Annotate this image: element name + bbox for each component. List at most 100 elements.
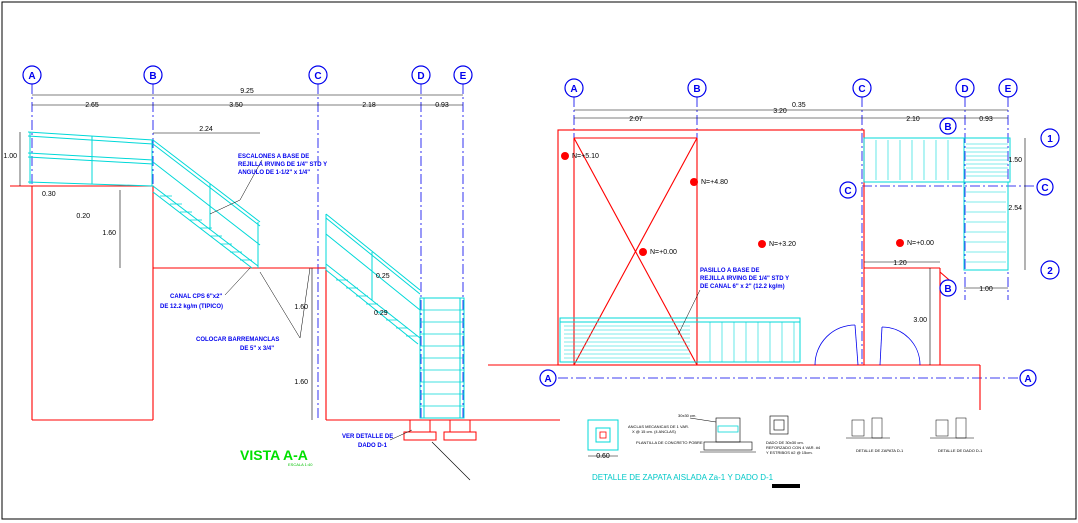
leader-lines-left [209,159,413,441]
plan-outline [488,129,981,410]
detail-text: REFORZADO CON 4 VAR. #4 [766,445,821,450]
dim-span: 2.65 [85,102,99,109]
axis-label: A [570,84,577,95]
dim-span: 2.18 [362,102,376,109]
lower-stair-treads [336,279,418,337]
axis-label: C [844,186,851,197]
dim-224: 2.24 [199,126,213,133]
level-label: N=+5.10 [572,153,599,160]
view-title: VISTA A-A [240,447,308,463]
dim-160: 1.60 [294,304,308,311]
dim-right: 2.54 [1008,205,1022,212]
note-pasillo-1: PASILLO A BASE DE [700,268,759,274]
axis-label: 2 [1047,266,1053,277]
dimension-lines-left [32,94,463,134]
axis-label: 1 [1047,134,1053,145]
axis-label: B [944,284,951,295]
note-colocar-2: DE 5" x 3/4" [240,346,274,352]
dim-right: 1.50 [1008,157,1022,164]
axis-label: B [693,84,700,95]
note-escalones-3: ANGULO DE 1-1/2" x 1/4" [238,170,310,176]
dim-top: 2.07 [629,116,643,123]
level-label: N=+0.00 [650,249,677,256]
red-structure-left [10,185,560,421]
lower-stair [325,213,421,345]
note-escalones-1: ESCALONES A BASE DE [238,154,309,160]
dado-detail [769,415,789,435]
detail-caption: DETALLE DE ZAPATA AISLADA Zа-1 Y DADO D-… [592,473,774,482]
dim-030: 0.30 [42,191,56,198]
dim-100: 1.00 [3,153,17,160]
footing-section-detail [689,417,756,453]
vertical-dims-left [19,132,313,420]
axis-bubbles-right: 1 C 2 [1036,128,1060,280]
level-label: N=+3.20 [769,241,796,248]
note-canal-1: CANAL CPS 6"x2" [170,294,222,300]
door-swings [814,324,921,366]
note-colocar-1: COLOCAR BARREMANCLAS [196,337,279,343]
dim-low: 1.00 [979,286,993,293]
dim-top: 2.10 [906,116,920,123]
level-markers [561,152,904,256]
detail-text: Y ESTRIBOS #2 @ 15cm. [766,450,813,455]
detail-text: DADO DE 30x30 cm. [766,440,804,445]
axis-bubbles-left: A B C D E [22,65,473,85]
upper-platform [863,137,1011,271]
detail-text: 30x30 cm. [678,413,696,418]
detail-text: PLANTILLA DE CONCRETO POBRE [636,440,703,445]
small-detail-1 [846,417,890,439]
detail-text: DETALLE DE ZAPATA D-1 [856,448,904,453]
note-escalones-2: REJILLA IRVING DE 1/4" STD Y [238,162,327,168]
dim-020: 0.20 [76,213,90,220]
axis-label: A [1024,374,1031,385]
axis-label: C [314,71,321,82]
dim-low: 1.20 [893,260,907,267]
footing-plan-detail: 0.60 [587,419,619,460]
detail-section: 0.60 30x30 cm. ANCLAS MECANICAS DE 1 VAR… [587,413,983,488]
small-detail-2 [930,417,974,439]
elevation-view: A B C D E 9.25 2.65 3.50 2.18 0.93 2.24 [3,65,560,481]
level-label: N=+4.80 [701,179,728,186]
axis-bubbles-inner: B C B A A [539,117,1037,387]
detail-text: DETALLE DE DADO D-1 [938,448,983,453]
note-ver-1: VER DETALLE DE [342,434,393,440]
right-dim-lines [864,138,1026,365]
dim-span: 0.93 [435,102,449,109]
dim-top: 0.93 [979,116,993,123]
detail-text: X @ 15 cm. (4 ANCLAS) [632,429,677,434]
upper-stair-treads [160,195,252,261]
axis-label: A [28,71,35,82]
walkway-bottom [559,317,801,363]
dim-029: 0.29 [374,310,388,317]
detail-text: ANCLAS MECANICAS DE 1 VAR. [628,424,689,429]
walkway-grating [564,322,795,362]
dim-low: 3.00 [913,317,927,324]
dim-span: 3.50 [229,102,243,109]
axis-label: D [417,71,424,82]
ladder-rungs [420,309,464,407]
upper-stair [152,139,261,269]
note-ver-2: DADO D-1 [358,443,388,449]
axis-label: C [858,84,865,95]
dim-060: 0.60 [596,453,610,460]
footings [403,419,477,441]
axis-label: B [149,71,156,82]
caption-underline-bar [772,484,800,488]
dim-top-mid: 0.35 [792,102,806,109]
note-canal-2: DE 12.2 kg/m (TIPICO) [160,304,223,310]
note-pasillo-2: REJILLA IRVING DE 1/4" STD Y [700,276,789,282]
axis-label: C [1041,183,1048,194]
axis-lines-left [31,84,464,420]
upper-handrail [27,131,154,187]
dimension-lines-plan [574,109,1008,119]
dim-top: 3.20 [773,108,787,115]
plan-view: A B C D E 2.07 3.20 0.35 2.10 0.93 [488,78,1060,410]
dim-total: 9.25 [240,88,254,95]
axis-lines-plan [540,97,1040,379]
dim-025: 0.25 [376,273,390,280]
dim-160: 1.60 [102,230,116,237]
axis-label: E [1005,84,1012,95]
axis-bubbles-top: A B C D E [564,78,1018,98]
